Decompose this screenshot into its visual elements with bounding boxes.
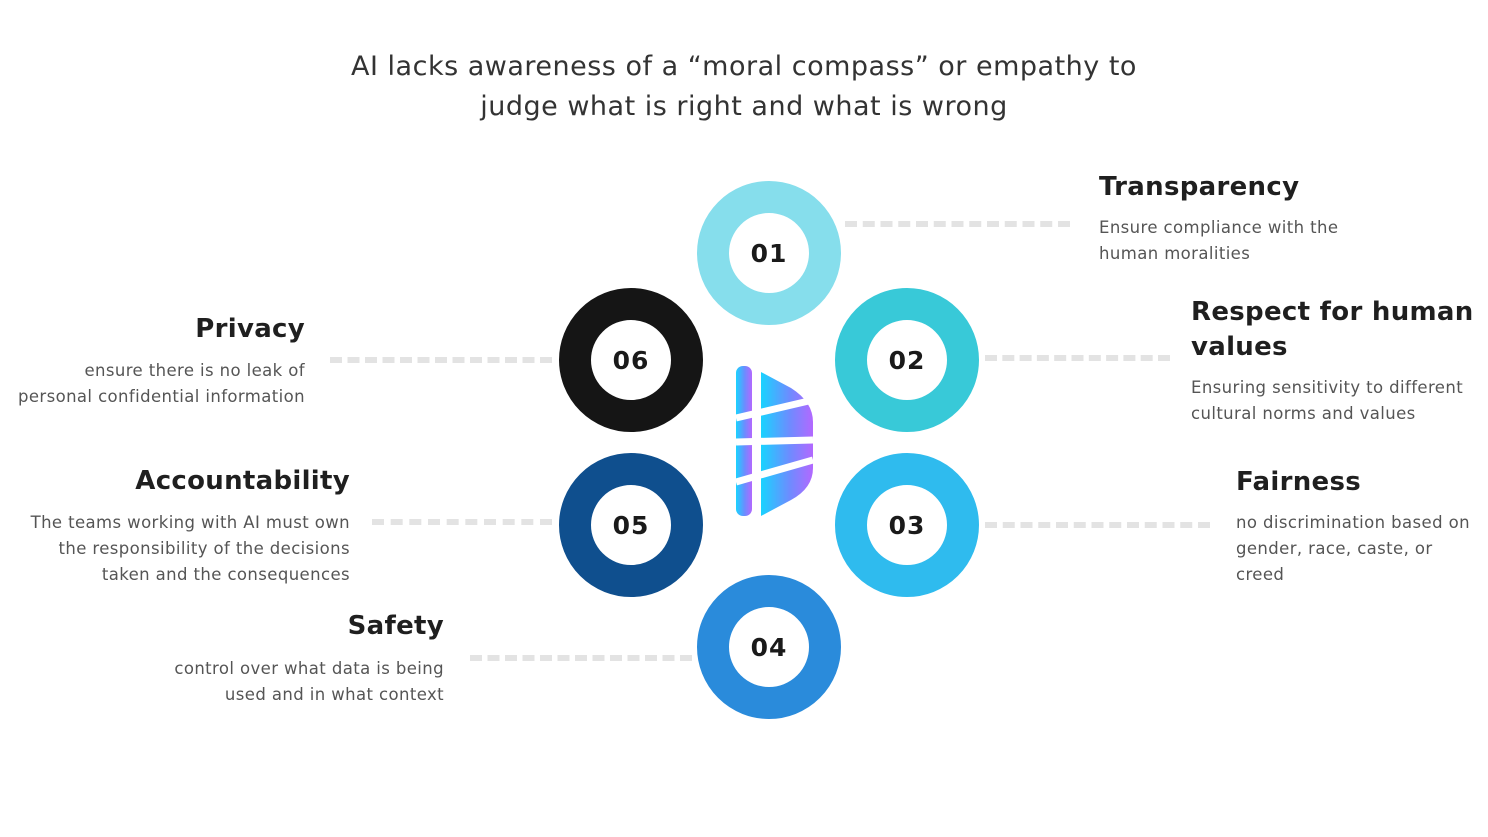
desc-safety-1: control over what data is being xyxy=(174,659,444,678)
desc-respect-1: Ensuring sensitivity to different xyxy=(1191,378,1464,397)
title-fairness: Fairness xyxy=(1236,467,1362,497)
connector-01 xyxy=(845,221,1070,227)
ring-05: 05 xyxy=(559,453,703,597)
title-transparency: Transparency xyxy=(1099,172,1300,202)
desc-privacy-2: personal confidential information xyxy=(17,387,305,406)
title-accountability: Accountability xyxy=(135,466,350,496)
ring-number-05: 05 xyxy=(612,510,650,540)
headline-line-1: AI lacks awareness of a “moral compass” … xyxy=(351,51,1137,82)
desc-accountability-3: taken and the consequences xyxy=(101,565,350,584)
title-respect-line-1: Respect for human xyxy=(1191,297,1474,327)
ring-number-01: 01 xyxy=(750,238,788,268)
ring-number-02: 02 xyxy=(888,345,926,375)
ring-04: 04 xyxy=(697,575,841,719)
desc-fairness-3: creed xyxy=(1236,565,1285,584)
desc-respect-2: cultural norms and values xyxy=(1191,404,1416,423)
ring-number-06: 06 xyxy=(612,345,650,375)
ring-02: 02 xyxy=(835,288,979,432)
ring-number-03: 03 xyxy=(888,510,926,540)
ring-06: 06 xyxy=(559,288,703,432)
title-safety: Safety xyxy=(347,611,444,641)
desc-safety-2: used and in what context xyxy=(224,685,444,704)
connector-02 xyxy=(985,355,1170,361)
connector-05 xyxy=(372,519,552,525)
headline-line-2: judge what is right and what is wrong xyxy=(480,91,1008,122)
logo-icon xyxy=(735,366,814,520)
desc-transparency-1: Ensure compliance with the xyxy=(1099,218,1339,237)
connector-06 xyxy=(330,357,552,363)
desc-fairness-1: no discrimination based on xyxy=(1236,513,1470,532)
desc-transparency-2: human moralities xyxy=(1099,244,1251,263)
connector-03 xyxy=(985,522,1210,528)
ring-03: 03 xyxy=(835,453,979,597)
ring-01: 01 xyxy=(697,181,841,325)
desc-privacy-1: ensure there is no leak of xyxy=(84,361,305,380)
title-privacy: Privacy xyxy=(195,314,305,344)
desc-fairness-2: gender, race, caste, or xyxy=(1236,539,1433,558)
title-respect-line-2: values xyxy=(1191,332,1288,362)
ring-number-04: 04 xyxy=(750,632,788,662)
desc-accountability-1: The teams working with AI must own xyxy=(30,513,350,532)
connector-04 xyxy=(470,655,692,661)
desc-accountability-2: the responsibility of the decisions xyxy=(58,539,350,558)
